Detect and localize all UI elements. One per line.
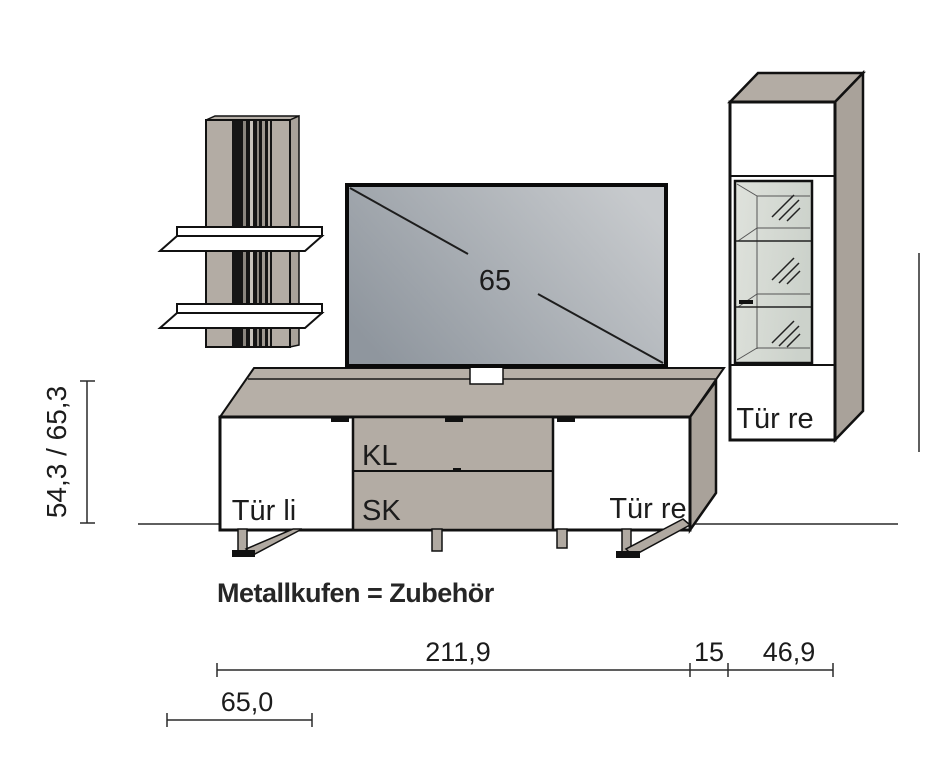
dimension-panel-width <box>166 713 313 727</box>
shelf-front-edge <box>176 303 323 314</box>
glass-reflection-hatch <box>771 320 801 348</box>
glass-interior-lines <box>736 183 810 361</box>
leg-post <box>431 528 443 552</box>
tv-diagonal-1 <box>349 187 469 255</box>
note-metallkufen: Metallkufen = Zubehör <box>217 578 495 608</box>
lowboard-drawer-label: SK <box>362 495 401 527</box>
tv-diagonal-2 <box>537 293 664 364</box>
glass-reflection-hatch <box>771 194 801 222</box>
leg-foot <box>616 551 640 558</box>
handle-door-right <box>557 418 575 422</box>
shelf-underside <box>157 235 325 252</box>
cabinet-side-face <box>833 69 865 444</box>
wall-shelf-upper <box>157 226 325 252</box>
tall-cabinet: Tür re <box>727 69 866 444</box>
metal-legs <box>232 518 692 558</box>
lowboard: Tür li KL SK Tür re <box>218 366 726 558</box>
lowboard-door-left-label: Tür li <box>232 495 296 527</box>
tv: 65 <box>345 183 668 368</box>
dimension-widths <box>216 663 834 677</box>
lowboard-door-right-label: Tür re <box>609 493 686 525</box>
tv-size-label: 65 <box>479 265 511 297</box>
glass-reflection-hatch <box>771 257 801 285</box>
lowboard-flap-label: KL <box>362 440 397 472</box>
leg-post <box>556 528 568 549</box>
glass-door <box>733 179 814 365</box>
dimension-height-label: 54,3 / 65,3 <box>41 386 72 518</box>
handle-drawer <box>453 468 461 472</box>
lowboard-middle-section <box>351 415 555 532</box>
dimension-lowboard-width-label: 211,9 <box>425 637 491 667</box>
cable-notch <box>469 366 504 385</box>
dimension-panel-width-label: 65,0 <box>221 687 274 717</box>
handle-flap <box>445 418 463 422</box>
shelf-front-edge <box>176 226 323 237</box>
shelf-underside <box>157 312 325 329</box>
dimension-height <box>80 380 95 524</box>
dimension-gap-label: 15 <box>694 637 724 667</box>
handle-door-left <box>331 418 349 422</box>
dimension-cabinet-width-label: 46,9 <box>763 637 816 667</box>
cabinet-door-label: Tür re <box>736 403 813 435</box>
wall-shelf-lower <box>157 303 325 329</box>
leg-foot <box>232 550 255 557</box>
handle-glass-door <box>739 300 753 304</box>
